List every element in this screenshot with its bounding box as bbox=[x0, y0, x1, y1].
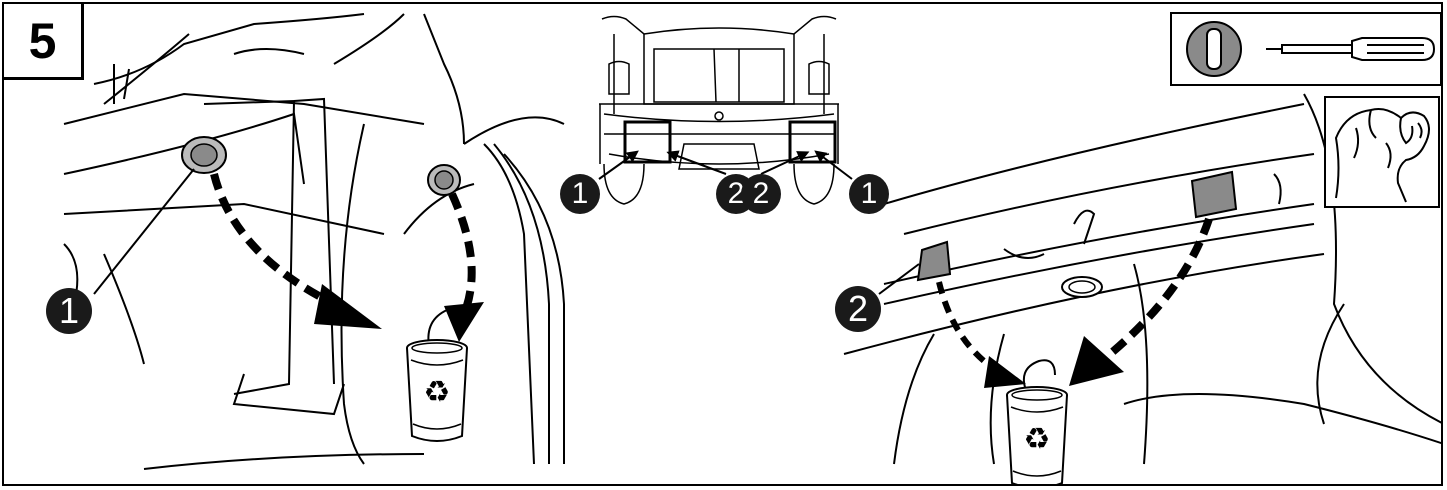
step-number: 5 bbox=[28, 12, 57, 69]
flat-screwdriver-icon bbox=[1266, 37, 1436, 61]
hand-press-icon bbox=[1334, 108, 1430, 203]
center-panel-drawing bbox=[599, 15, 839, 205]
recycle-symbol: ♻ bbox=[1024, 422, 1051, 457]
installation-illustration: ♻ bbox=[63, 13, 1441, 484]
tool-inset bbox=[1170, 12, 1441, 86]
hand-inset bbox=[1324, 96, 1440, 208]
left-dashed-arrows bbox=[210, 173, 484, 342]
adhesive-patches bbox=[916, 170, 1238, 282]
recycle-bin-icon: ♻ bbox=[406, 308, 468, 442]
slotted-plug-icon bbox=[1186, 21, 1242, 77]
step-number-box: 5 bbox=[4, 4, 84, 80]
left-panel-grommets bbox=[181, 136, 461, 196]
recycle-bin-icon: ♻ bbox=[1006, 359, 1068, 484]
center-leader-lines bbox=[598, 150, 853, 180]
left-panel-drawing bbox=[63, 13, 565, 470]
detail-box-left bbox=[623, 120, 672, 164]
right-dashed-arrows bbox=[936, 217, 1213, 388]
recycle-symbol: ♻ bbox=[424, 375, 451, 410]
callout-number-1-left: 1 bbox=[46, 288, 92, 334]
callout-number-2-center-right: 2 bbox=[741, 174, 781, 214]
grommet-hole-2 bbox=[427, 164, 461, 196]
callout-number-1-center-left: 1 bbox=[560, 174, 600, 214]
grommet-hole-1 bbox=[181, 136, 227, 174]
right-panel-drawing bbox=[843, 93, 1441, 465]
callout-number-2-right: 2 bbox=[835, 286, 881, 332]
detail-box-right bbox=[788, 120, 837, 164]
tool-inset-drawing bbox=[1186, 21, 1436, 77]
callout-number-1-center-right: 1 bbox=[849, 174, 889, 214]
